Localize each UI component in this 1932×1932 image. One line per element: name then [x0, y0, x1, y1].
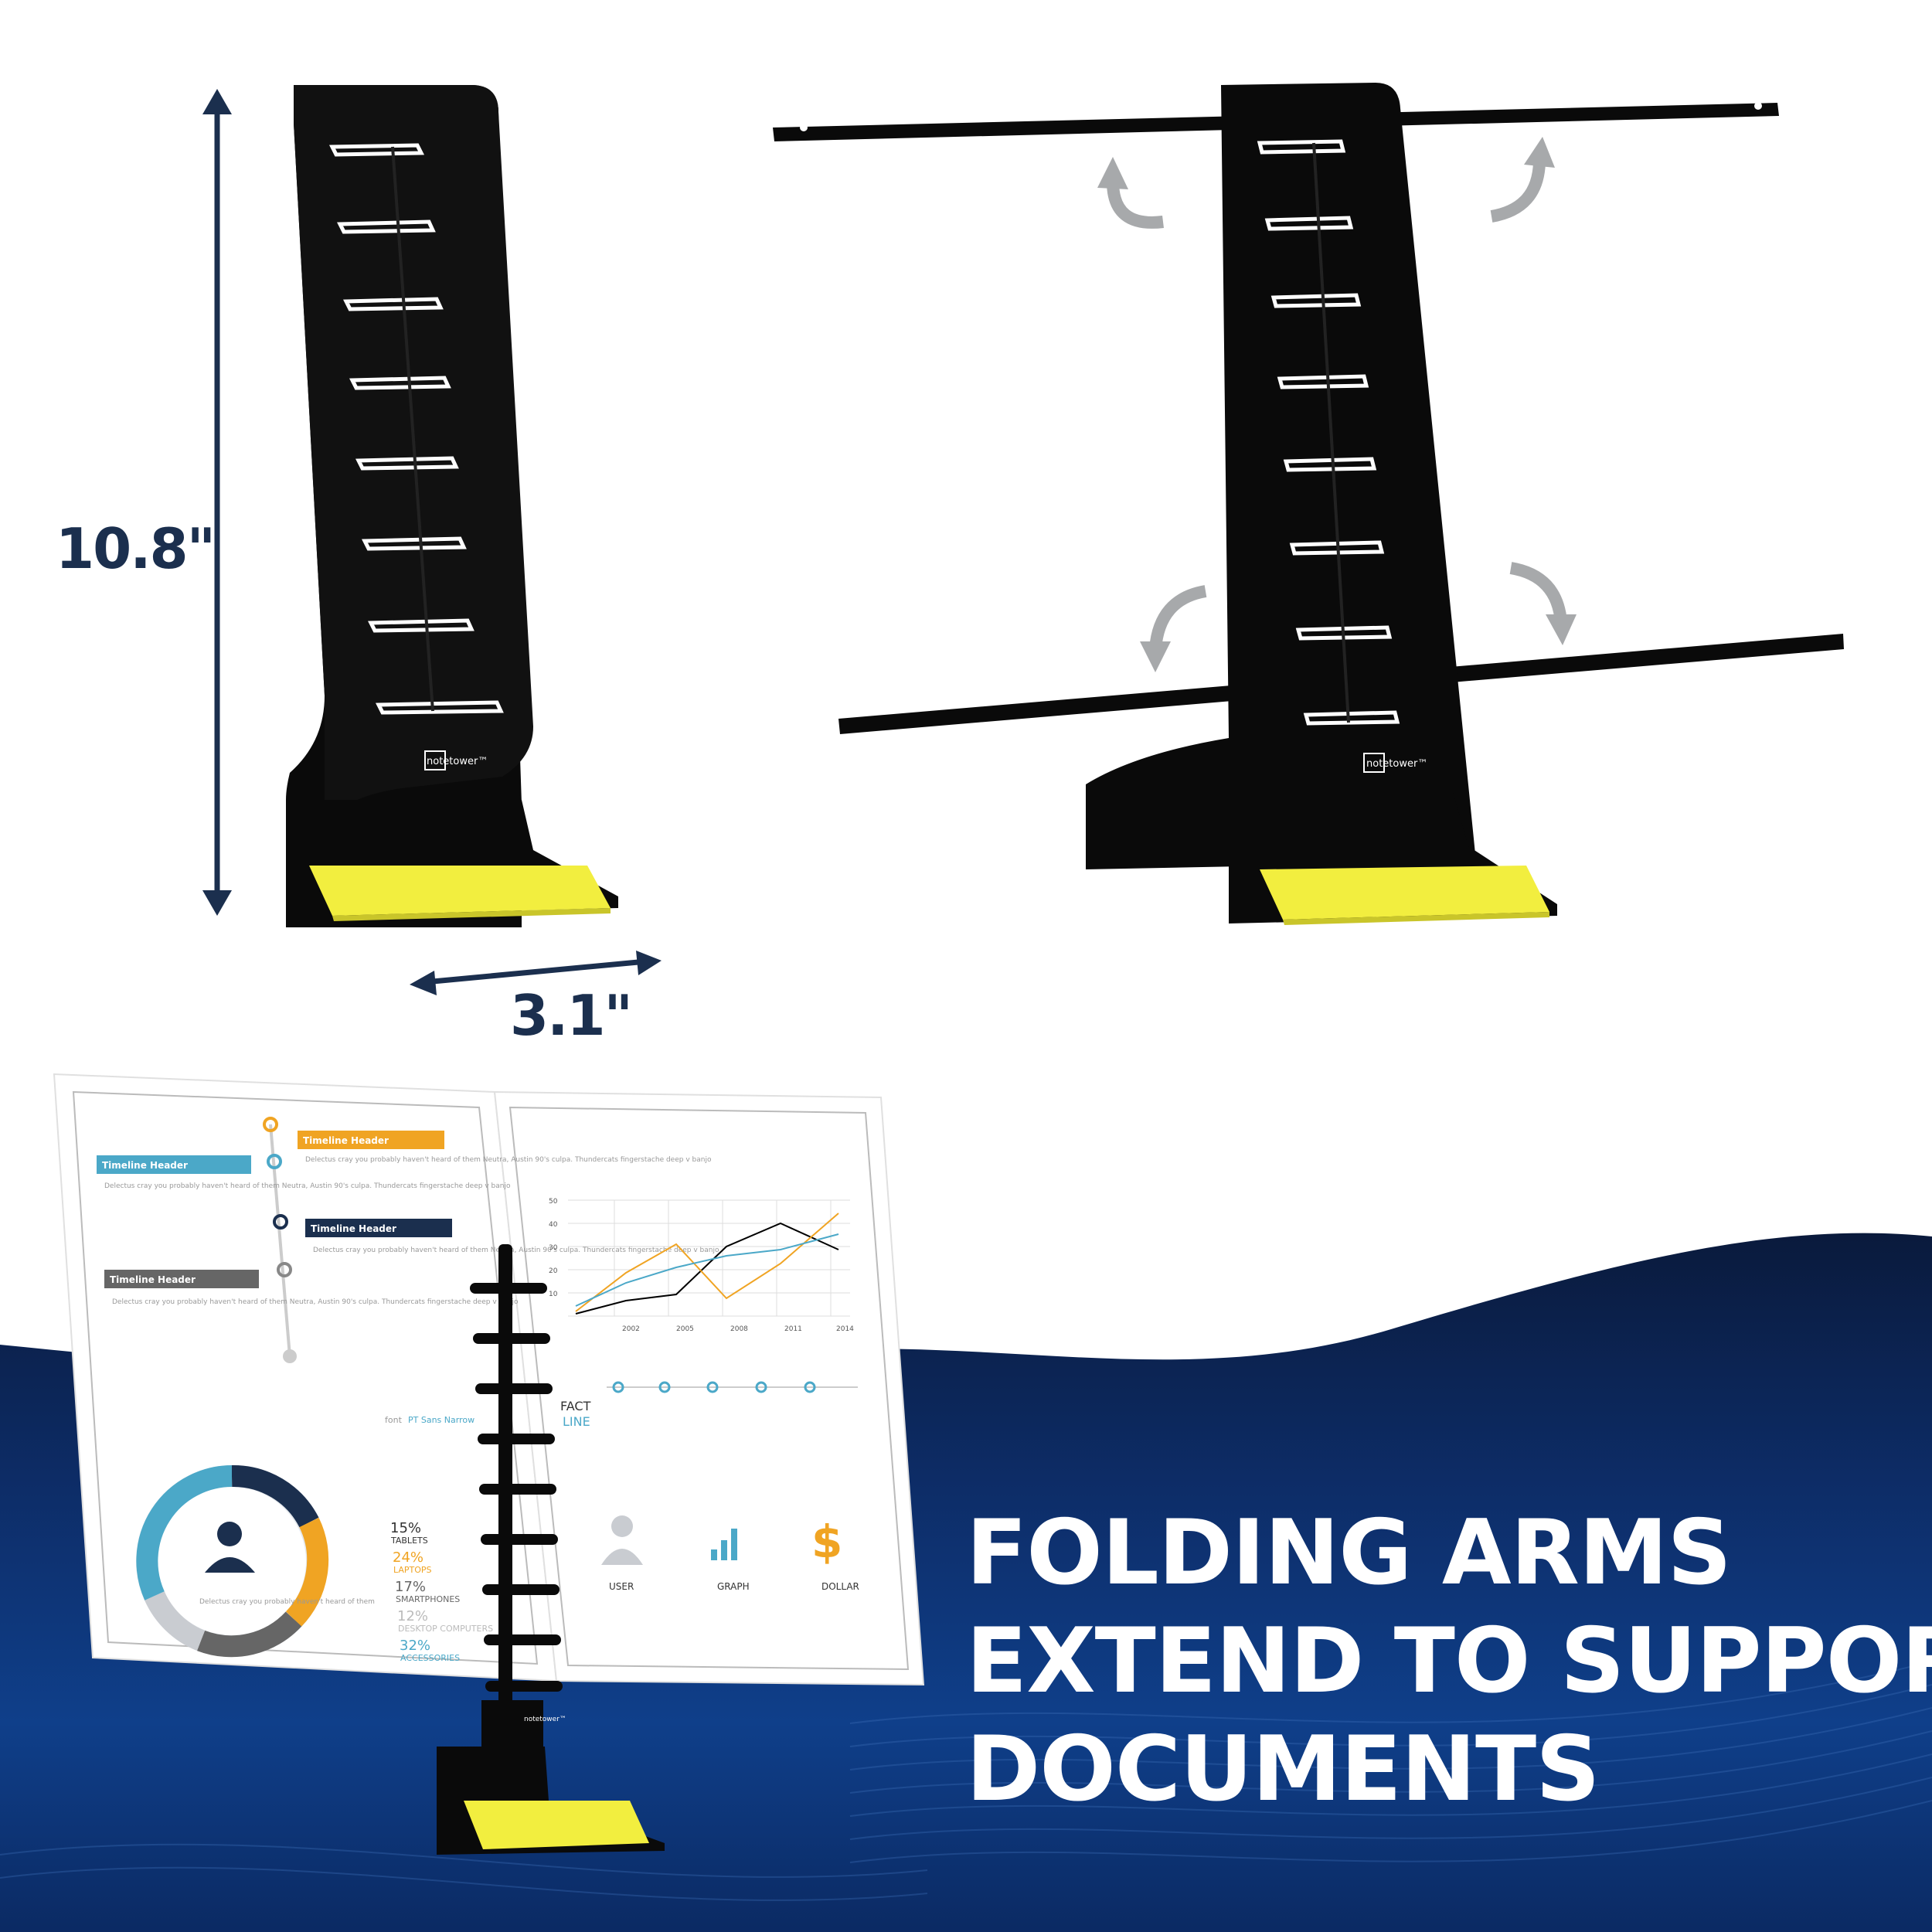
xtick-2008: 2008: [730, 1325, 748, 1333]
dollar-icon-label: DOLLAR: [821, 1581, 859, 1592]
user-silhouette-icon: [217, 1522, 242, 1546]
stat-desktop-pct: 12%: [397, 1608, 428, 1624]
stat-smartphones-label: SMARTPHONES: [396, 1594, 460, 1604]
ytick-40: 40: [549, 1221, 558, 1229]
user-icon-label: USER: [609, 1581, 634, 1592]
donut-chart: Delectus cray you probably haven't heard…: [136, 1465, 375, 1658]
stand-folded: notetower™: [286, 85, 618, 927]
document-mockup: Timeline Header Timeline Header Timeline…: [53, 1073, 925, 1855]
width-dimension-label: 3.1": [510, 983, 633, 1048]
xtick-2002: 2002: [622, 1325, 640, 1333]
timeline-header-2: Timeline Header: [303, 1135, 389, 1146]
headline-line-3: DOCUMENTS: [966, 1717, 1600, 1821]
fact-label: FACT: [560, 1399, 591, 1413]
timeline-body-4: Delectus cray you probably haven't heard…: [112, 1298, 519, 1306]
xtick-2014: 2014: [836, 1325, 854, 1333]
brand-logo-2: notetower™: [1366, 758, 1427, 770]
timeline-body-3: Delectus cray you probably haven't heard…: [313, 1247, 719, 1254]
rotate-arrow-top-left: [1107, 181, 1164, 229]
tower-spine: [470, 1244, 563, 1754]
brand-logo-3: notetower™: [524, 1716, 566, 1723]
stat-tablets-pct: 15%: [390, 1520, 421, 1536]
brand-logo-1: notetower™: [427, 756, 488, 767]
xtick-2005: 2005: [676, 1325, 694, 1333]
ytick-30: 30: [549, 1244, 558, 1252]
stand-arms-extended: notetower™: [773, 83, 1844, 925]
user-icon: [611, 1515, 633, 1537]
headline-line-2: EXTEND TO SUPPORT: [966, 1609, 1932, 1713]
font-name: PT Sans Narrow: [408, 1415, 474, 1425]
dollar-icon: $: [811, 1515, 842, 1568]
stat-smartphones-pct: 17%: [395, 1579, 426, 1595]
stat-laptops-pct: 24%: [393, 1549, 423, 1566]
stat-accessories-pct: 32%: [400, 1638, 430, 1654]
timeline-header-1: Timeline Header: [102, 1160, 188, 1171]
line-label: LINE: [563, 1414, 590, 1429]
timeline-body-1: Delectus cray you probably haven't heard…: [104, 1182, 511, 1190]
stat-tablets-label: TABLETS: [390, 1536, 428, 1546]
height-dimension-label: 10.8": [56, 516, 216, 581]
document-line-chart: 50 40 30 20 10 2002 2005 2008 2011 2014: [549, 1198, 854, 1333]
ytick-20: 20: [549, 1267, 558, 1275]
ytick-10: 10: [549, 1291, 558, 1298]
donut-caption: Delectus cray you probably haven't heard…: [199, 1598, 375, 1606]
timeline-header-4: Timeline Header: [110, 1274, 196, 1285]
ytick-50: 50: [549, 1198, 558, 1206]
xtick-2011: 2011: [784, 1325, 802, 1333]
stat-desktop-label: DESKTOP COMPUTERS: [398, 1624, 493, 1634]
stat-laptops-label: LAPTOPS: [393, 1565, 432, 1575]
timeline-body-2: Delectus cray you probably haven't heard…: [305, 1156, 712, 1164]
graph-icon-label: GRAPH: [717, 1581, 750, 1592]
graph-icon: [711, 1529, 737, 1560]
font-label: font: [385, 1415, 403, 1425]
stat-accessories-label: ACCESSORIES: [400, 1653, 460, 1663]
headline-line-1: FOLDING ARMS: [966, 1501, 1732, 1605]
headline: FOLDING ARMS EXTEND TO SUPPORT DOCUMENTS: [966, 1499, 1932, 1824]
timeline-header-3: Timeline Header: [311, 1223, 396, 1234]
